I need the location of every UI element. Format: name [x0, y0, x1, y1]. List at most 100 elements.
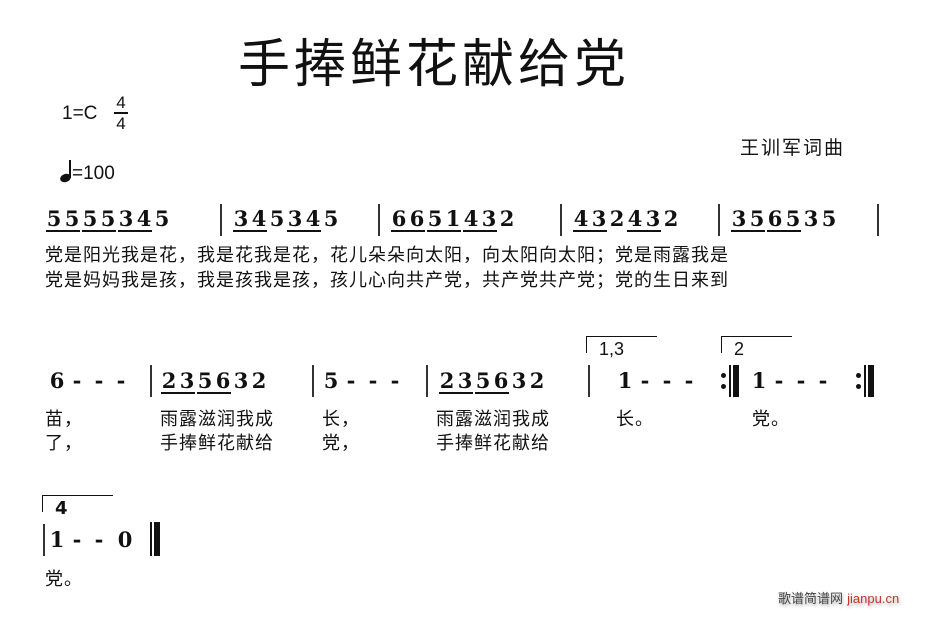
composer-credit: 王训军词曲	[740, 137, 846, 159]
note: 3	[287, 206, 306, 232]
measure-11: 1---	[750, 368, 834, 393]
dash: -	[818, 368, 828, 393]
note: 6	[215, 368, 231, 394]
lyric: 党。	[752, 409, 790, 430]
note: 1	[445, 206, 461, 232]
volta-label: 4	[55, 498, 68, 519]
lyric: 雨露滋润我成	[160, 409, 274, 430]
note: 4	[136, 206, 152, 232]
note: 5	[46, 206, 65, 232]
measure-10: 1---	[616, 368, 700, 393]
note: 5	[82, 206, 101, 232]
dash: -	[774, 368, 784, 393]
note: 6	[49, 368, 65, 393]
watermark-text: 歌谱简谱网	[778, 592, 844, 607]
note: 2	[529, 368, 545, 393]
dash: -	[390, 368, 400, 393]
quarter-note-icon	[58, 160, 73, 184]
measure-8: 5---	[322, 368, 406, 393]
note: 4	[251, 206, 267, 232]
watermark-site: jianpu.cn	[847, 591, 900, 606]
lyric: 长。	[616, 409, 654, 430]
note: 1	[617, 368, 633, 393]
note: 5	[100, 206, 116, 232]
dash: -	[662, 368, 672, 393]
dash: -	[640, 368, 650, 393]
dash: -	[94, 368, 104, 393]
barline	[718, 204, 720, 236]
note: 6	[767, 206, 786, 232]
lyric: 苗，	[45, 409, 83, 430]
time-signature-top: 4	[116, 93, 126, 112]
note: 4	[305, 206, 321, 232]
note: 5	[785, 206, 801, 232]
measure-12: 1--0	[48, 527, 140, 552]
note: 3	[457, 368, 473, 394]
note: 4	[463, 206, 482, 232]
dash: -	[72, 368, 82, 393]
note: 2	[499, 206, 515, 231]
note: 3	[803, 206, 819, 231]
time-signature: 4 4	[114, 94, 128, 132]
barline	[426, 365, 428, 397]
note: 4	[627, 206, 646, 232]
note: 3	[731, 206, 750, 232]
dash: -	[72, 527, 82, 552]
lyrics-verse-1: 党是阳光我是花，我是花我是花，花儿朵朵向太阳，向太阳向太阳；党是雨露我是	[45, 245, 729, 266]
lyric: 党。	[45, 569, 83, 590]
note: 5	[154, 206, 170, 231]
song-title: 手捧鲜花献给党	[238, 35, 631, 95]
tempo-value: =100	[72, 163, 115, 184]
note: 5	[323, 206, 339, 231]
time-signature-bottom: 4	[116, 114, 126, 133]
time-signature-divider	[114, 112, 128, 114]
note: 3	[118, 206, 137, 232]
barline	[877, 204, 879, 236]
volta-bracket-1-3: 1,3	[586, 336, 657, 359]
barline	[560, 204, 562, 236]
note: 3	[233, 206, 252, 232]
note: 5	[323, 368, 339, 393]
volta-bracket-4: 4	[42, 495, 113, 519]
note: 2	[251, 368, 267, 393]
note: 4	[573, 206, 592, 232]
note: 3	[645, 206, 661, 232]
note: 3	[233, 368, 249, 393]
barline	[220, 204, 222, 236]
barline	[43, 524, 45, 556]
volta-label: 2	[734, 339, 745, 359]
measure-6: 6---	[48, 368, 132, 393]
note: 6	[409, 206, 425, 232]
barline	[588, 365, 590, 397]
dash: -	[346, 368, 356, 393]
dash: -	[796, 368, 806, 393]
note: 6	[391, 206, 410, 232]
note: 3	[481, 206, 497, 232]
note: 5	[427, 206, 446, 232]
note: 5	[749, 206, 765, 232]
dash: -	[368, 368, 378, 393]
watermark: 歌谱简谱网 jianpu.cn	[778, 588, 899, 607]
lyric: 长，	[322, 409, 360, 430]
note: 2	[161, 368, 180, 394]
note: 2	[439, 368, 458, 394]
note: 1	[49, 527, 65, 552]
lyric: 雨露滋润我成	[436, 409, 550, 430]
barline	[378, 204, 380, 236]
note: 0	[117, 527, 133, 552]
dash: -	[94, 527, 104, 552]
key-signature: 1=C	[62, 103, 98, 124]
note: 3	[179, 368, 195, 394]
volta-bracket-2: 2	[721, 336, 792, 359]
note: 5	[475, 368, 494, 394]
note: 5	[269, 206, 285, 231]
note: 3	[511, 368, 527, 393]
note: 1	[751, 368, 767, 393]
